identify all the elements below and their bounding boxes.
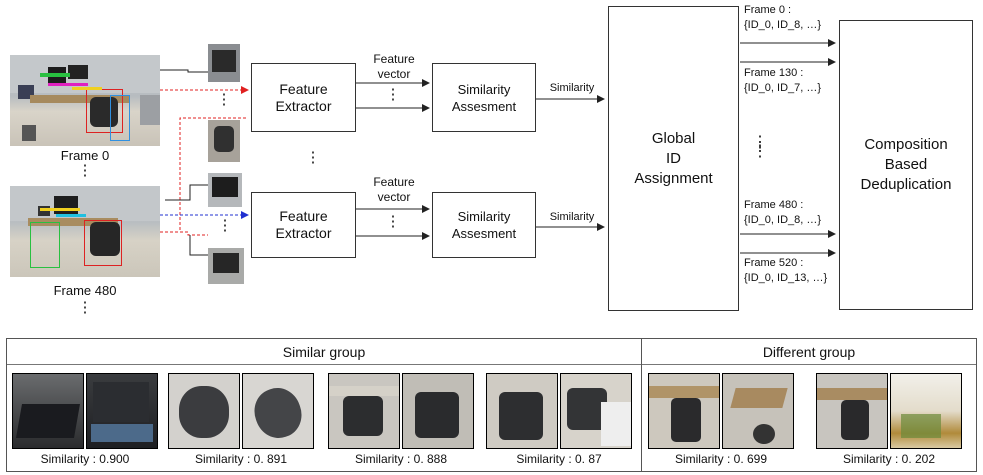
crop-thumbnail [208,120,240,162]
similarity-score: Similarity : 0. 888 [354,452,448,466]
similarity-score: Similarity : 0. 87 [516,452,602,466]
extractor-ellipsis: ⋮ [305,149,321,166]
similarity-score: Similarity : 0. 202 [842,452,936,466]
frame-0-label: Frame 0 [60,148,110,163]
similarity-score: Similarity : 0. 891 [194,452,288,466]
crop-thumbnail [208,248,244,284]
frame480-crop-links [160,184,249,256]
frame-0-image [10,55,160,146]
frame0-crop-links [160,69,249,230]
different-pair-desk [648,373,794,449]
feature-vector-ellipsis: ⋮ [385,86,401,103]
similarity-label: Similarity [549,211,595,223]
similar-group-title: Similar group [282,344,366,360]
different-group-title: Different group [762,344,856,360]
crop-thumbnail [208,44,240,82]
crop-ellipsis: ⋮ [217,217,233,234]
different-pair-cups [816,373,962,449]
similarity-score: Similarity : 0.900 [40,452,130,466]
similarity-score: Similarity : 0. 699 [674,452,768,466]
frame-set-label: Frame 130 :{ID_0, ID_7, …} [744,67,822,94]
frame-480-ellipsis: ⋮ [77,299,93,316]
different-group-panel [641,338,977,472]
similar-pair-laptop [12,373,158,449]
frame-0-ellipsis: ⋮ [77,162,93,179]
frame-set-label: Frame 0 :{ID_0, ID_8, …} [744,4,822,31]
similar-pair-chair-2 [486,373,632,449]
feature-vector-ellipsis: ⋮ [385,213,401,230]
frame-set-ellipsis: ⋮⋮ [752,134,768,160]
frame-set-label: Frame 520 :{ID_0, ID_13, …} [744,257,828,284]
similarity-label: Similarity [549,82,595,94]
crop-thumbnail [208,173,242,207]
frame-set-arrows [740,39,836,257]
frame-set-label: Frame 480 :{ID_0, ID_8, …} [744,199,822,226]
frame-480-label: Frame 480 [53,283,117,298]
similar-pair-mouse [168,373,314,449]
feature-vector-arrows [356,79,430,240]
frame-480-image [10,186,160,277]
similarity-arrows [536,95,605,231]
crop-ellipsis: ⋮ [216,91,232,108]
similar-pair-chair [328,373,474,449]
